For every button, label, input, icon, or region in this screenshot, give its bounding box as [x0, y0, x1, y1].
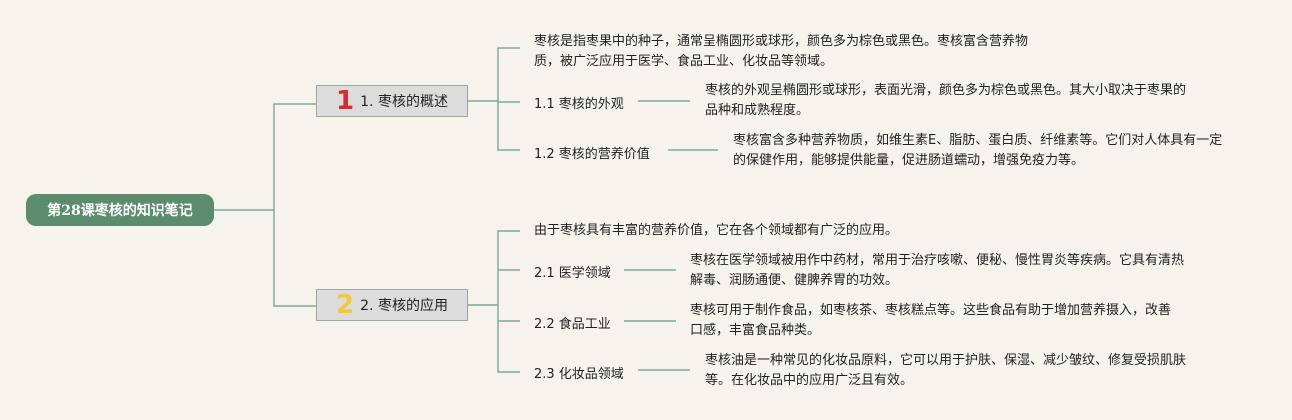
connector-topic-2 — [468, 230, 520, 373]
overview-intro: 枣核是指枣果中的种子，通常呈椭圆形或球形，颜色多为棕色或黑色。枣核富含营养物质，… — [534, 34, 1029, 69]
appearance-detail: 枣核的外观呈椭圆形或球形，表面光滑，颜色多为棕色或黑色。其大小取决于枣果的品种和… — [705, 83, 1187, 118]
topic-applications-label: 2. 枣核的应用 — [360, 298, 448, 314]
root-title: 第28课枣核的知识笔记 — [47, 203, 193, 219]
applications-intro: 由于枣核具有丰富的营养价值，它在各个领域都有广泛的应用。 — [534, 223, 899, 238]
food-industry-detail: 枣核可用于制作食品，如枣核茶、枣核糕点等。这些食品有助于增加营养摄入，改善口感，… — [690, 303, 1172, 338]
connector-root — [214, 103, 316, 307]
connector-topic-1 — [468, 47, 520, 151]
nutrition-detail: 枣核富含多种营养物质，如维生素E、脂肪、蛋白质、纤维素等。它们对人体具有一定的保… — [733, 133, 1223, 168]
subtopic-medicine[interactable]: 2.1 医学领域 — [534, 266, 611, 281]
number-one-icon: 1 — [336, 86, 355, 116]
subtopic-appearance[interactable]: 1.1 枣核的外观 — [534, 97, 624, 112]
root-node[interactable]: 第28课枣核的知识笔记 — [26, 194, 214, 226]
subtopic-cosmetics[interactable]: 2.3 化妆品领域 — [534, 367, 624, 382]
number-two-icon: 2 — [336, 290, 355, 320]
medicine-detail: 枣核在医学领域被用作中药材，常用于治疗咳嗽、便秘、慢性胃炎等疾病。它具有清热解毒… — [690, 253, 1185, 288]
subtopic-nutrition[interactable]: 1.2 枣核的营养价值 — [534, 147, 650, 162]
topic-applications[interactable]: 2 2. 枣核的应用 — [316, 289, 468, 321]
subtopic-food-industry[interactable]: 2.2 食品工业 — [534, 317, 611, 332]
cosmetics-detail: 枣核油是一种常见的化妆品原料，它可以用于护肤、保湿、减少皱纹、修复受损肌肤等。在… — [705, 353, 1187, 388]
topic-overview[interactable]: 1 1. 枣核的概述 — [316, 85, 468, 117]
topic-overview-label: 1. 枣核的概述 — [360, 94, 448, 110]
